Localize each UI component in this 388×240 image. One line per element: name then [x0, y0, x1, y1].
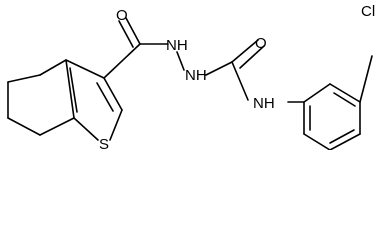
atom-labels: O NH NH O NH Cl S — [99, 3, 375, 150]
atom-label-amide-nh: NH — [253, 95, 275, 112]
atom-label-carbonyl-oxygen-left: O — [116, 7, 128, 24]
molecule-drawing: O NH NH O NH Cl S — [7, 3, 375, 150]
carbonyl-linker — [103, 17, 265, 101]
atom-label-carbonyl-oxygen-right: O — [255, 35, 267, 52]
atom-label-sulfur: S — [99, 136, 109, 150]
atom-label-hydrazine-nh-lower: NH — [185, 67, 207, 84]
cyclohexane-ring — [7, 59, 75, 136]
atom-label-hydrazine-nh-upper: NH — [166, 37, 188, 54]
chlorophenyl-ring — [287, 55, 373, 150]
thiophene-ring — [65, 59, 123, 141]
structure-diagram: O NH NH O NH Cl S — [7, 3, 375, 150]
atom-label-chlorine: Cl — [361, 3, 375, 20]
